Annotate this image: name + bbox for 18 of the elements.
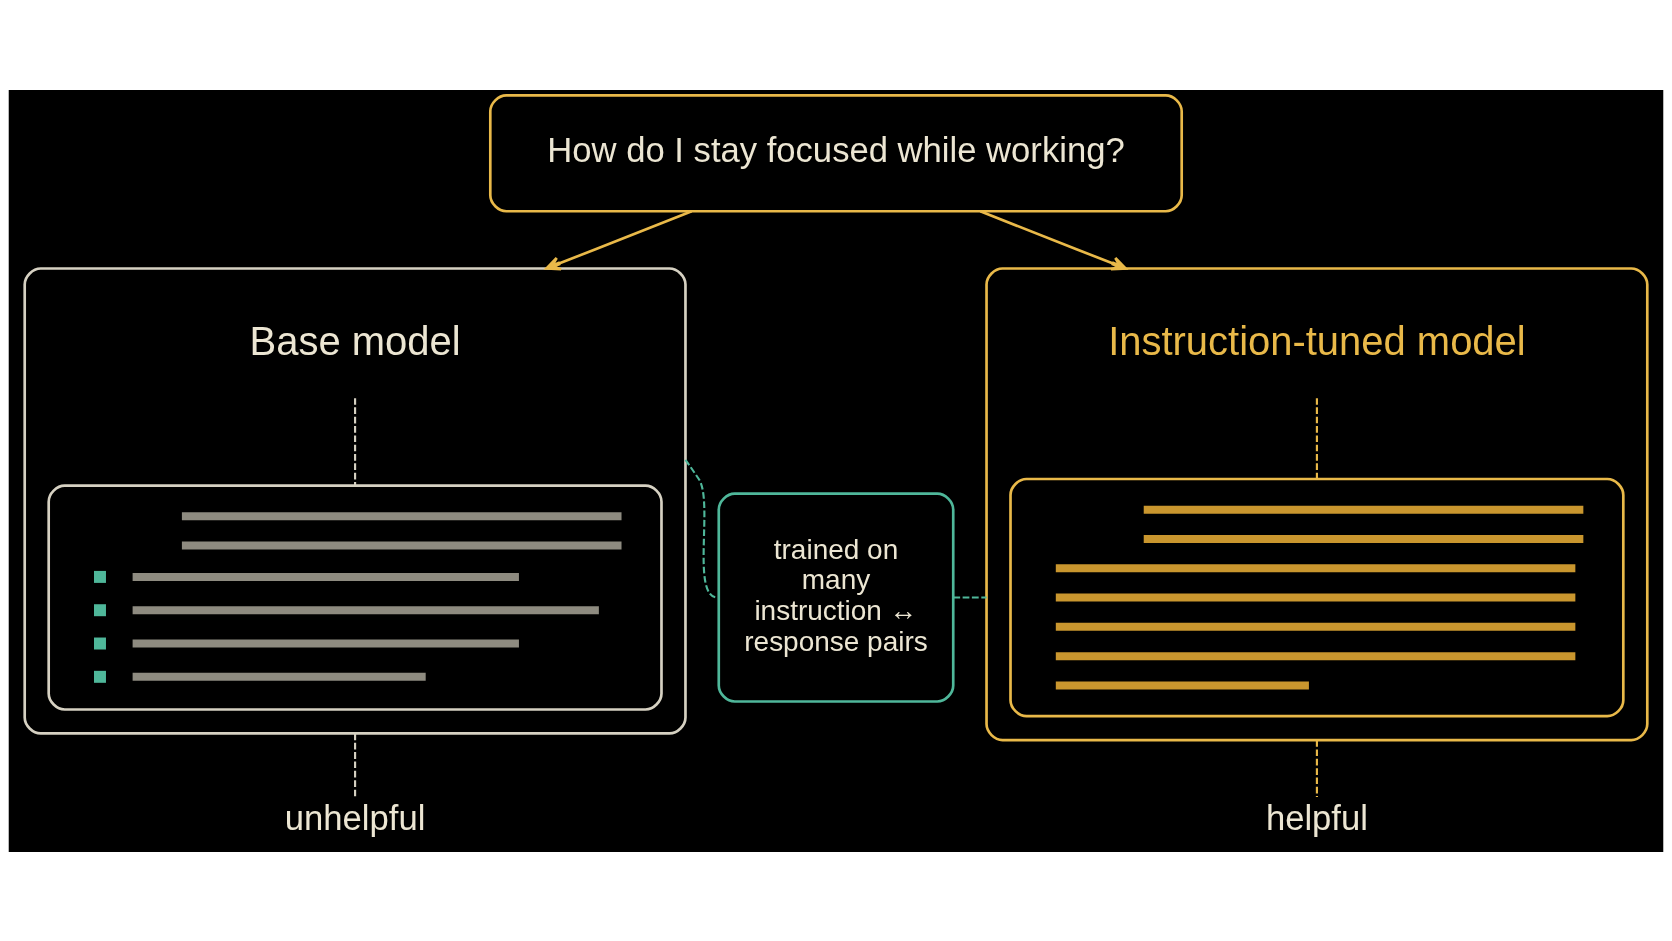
node-text: unhelpful [284, 798, 426, 837]
cluster [23, 266, 687, 735]
connector [1315, 739, 1318, 797]
connector [354, 397, 357, 485]
node-text: helpful [1265, 798, 1368, 837]
node-text: Base model [249, 318, 461, 363]
node-box: trained on many instruction ↔ response pairs [717, 491, 955, 703]
arrow [979, 209, 1127, 271]
connector [1315, 397, 1318, 479]
node-box: How do I stay focused while working? [488, 93, 1184, 213]
connector [684, 458, 718, 599]
node-box [47, 483, 663, 711]
cluster [985, 266, 1649, 741]
arrow [545, 209, 693, 271]
node-text: Instruction-tuned model [1108, 318, 1526, 363]
connector [354, 732, 357, 797]
node-box [1009, 477, 1625, 717]
connector [953, 596, 987, 599]
